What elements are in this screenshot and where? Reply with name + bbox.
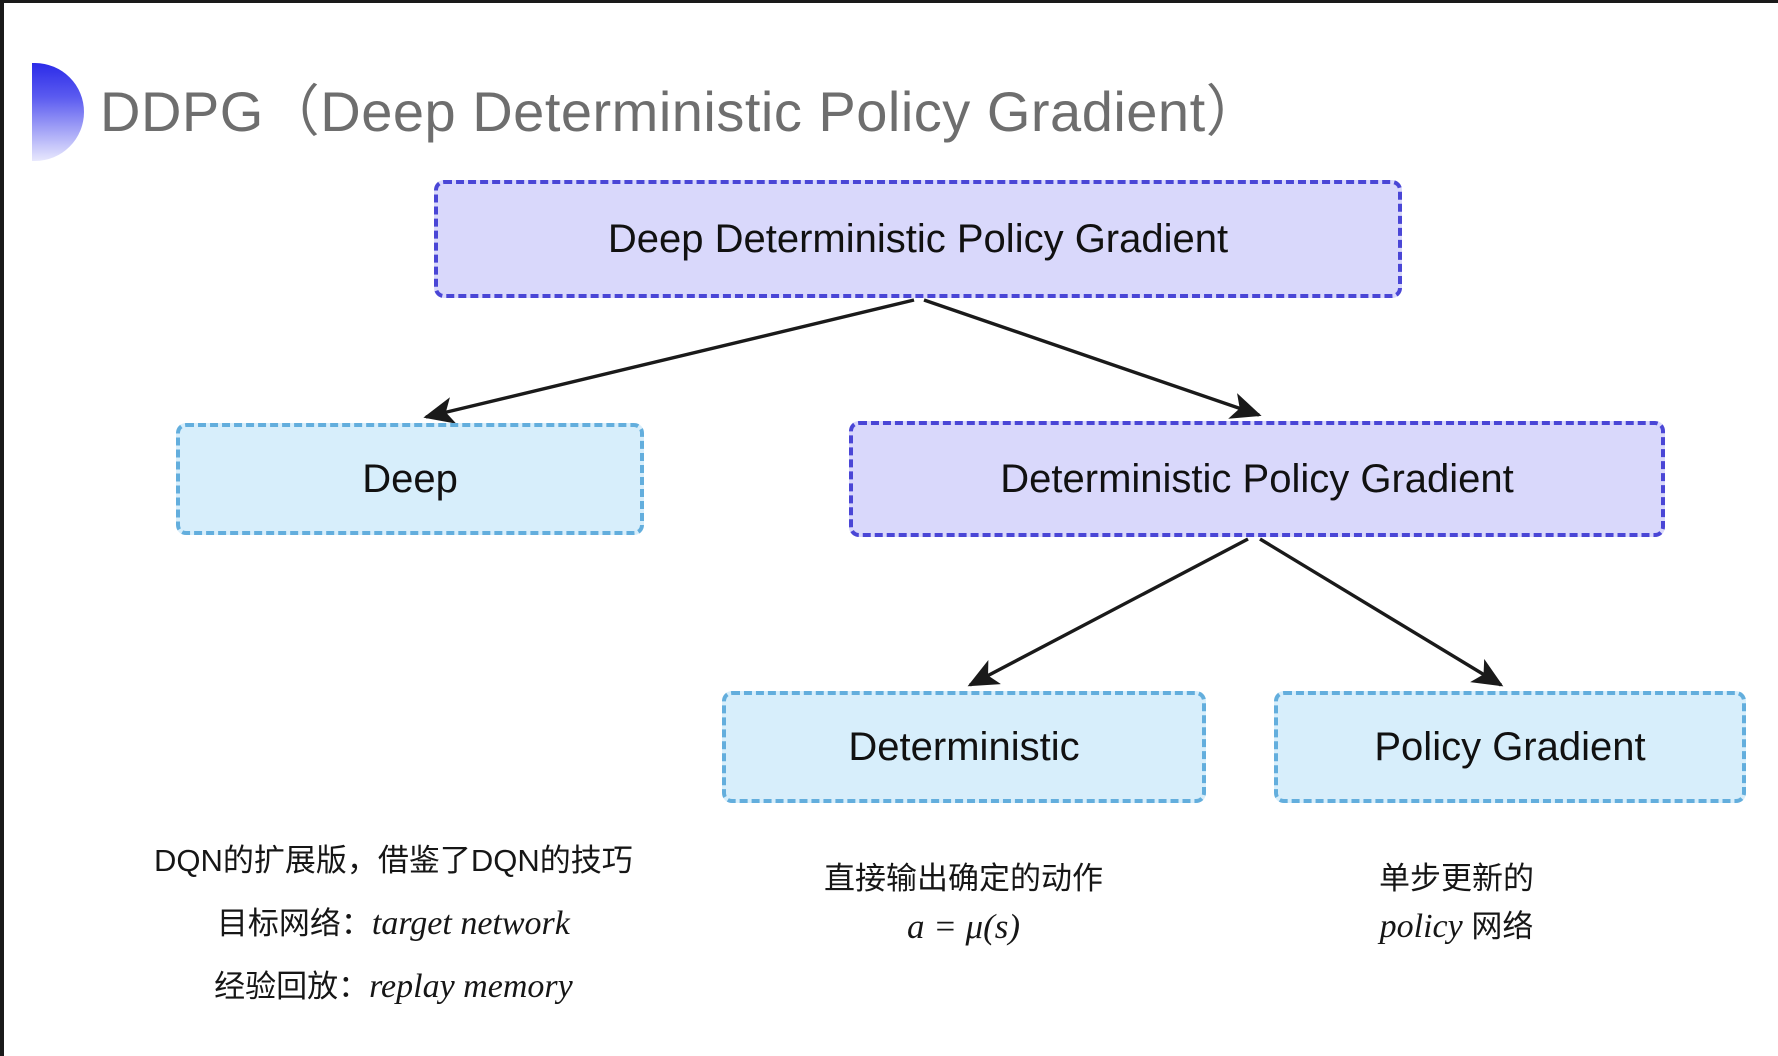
- half-circle-gradient-icon: [32, 63, 84, 161]
- annotation-policy-gradient-line2: policy 网络: [1379, 903, 1534, 951]
- annotation-deep-line2-term: target network: [371, 905, 570, 942]
- annotation-deep-line3-term: replay memory: [369, 968, 573, 1005]
- annotation-deep-line1: DQN的扩展版，借鉴了DQN的技巧: [154, 843, 633, 878]
- edge-dpg-to-policy-gradient: [1259, 537, 1504, 687]
- annotation-deterministic-formula: a = μ(s): [906, 907, 1021, 946]
- page-title: DDPG（Deep Deterministic Policy Gradient）: [100, 80, 1263, 143]
- annotation-policy-gradient-suffix: 网络: [1462, 909, 1534, 944]
- annotation-deterministic-line1: 直接输出确定的动作: [824, 861, 1103, 896]
- node-deterministic-policy-gradient[interactable]: Deterministic Policy Gradient: [849, 421, 1665, 537]
- annotation-deep-line2: 目标网络：target network: [154, 892, 633, 955]
- annotation-deep-line3: 经验回放：replay memory: [154, 955, 633, 1018]
- node-policy-gradient[interactable]: Policy Gradient: [1274, 691, 1746, 803]
- edge-root-to-deep: [423, 298, 915, 424]
- annotation-deep-line3-label: 经验回放：: [214, 969, 370, 1004]
- annotation-policy-gradient-term: policy: [1379, 908, 1463, 945]
- annotation-deterministic: 直接输出确定的动作 a = μ(s): [824, 855, 1103, 951]
- node-deep-deterministic-policy-gradient[interactable]: Deep Deterministic Policy Gradient: [434, 180, 1402, 298]
- edge-root-to-dpg: [923, 298, 1262, 419]
- edge-dpg-to-deterministic: [967, 537, 1249, 687]
- node-deterministic[interactable]: Deterministic: [722, 691, 1206, 803]
- annotation-policy-gradient: 单步更新的 policy 网络: [1379, 855, 1534, 951]
- annotation-deep: DQN的扩展版，借鉴了DQN的技巧 目标网络：target network 经验…: [154, 829, 633, 1018]
- annotation-deep-line2-label: 目标网络：: [216, 906, 372, 941]
- annotation-policy-gradient-line1: 单步更新的: [1379, 861, 1534, 896]
- node-deep[interactable]: Deep: [176, 423, 644, 535]
